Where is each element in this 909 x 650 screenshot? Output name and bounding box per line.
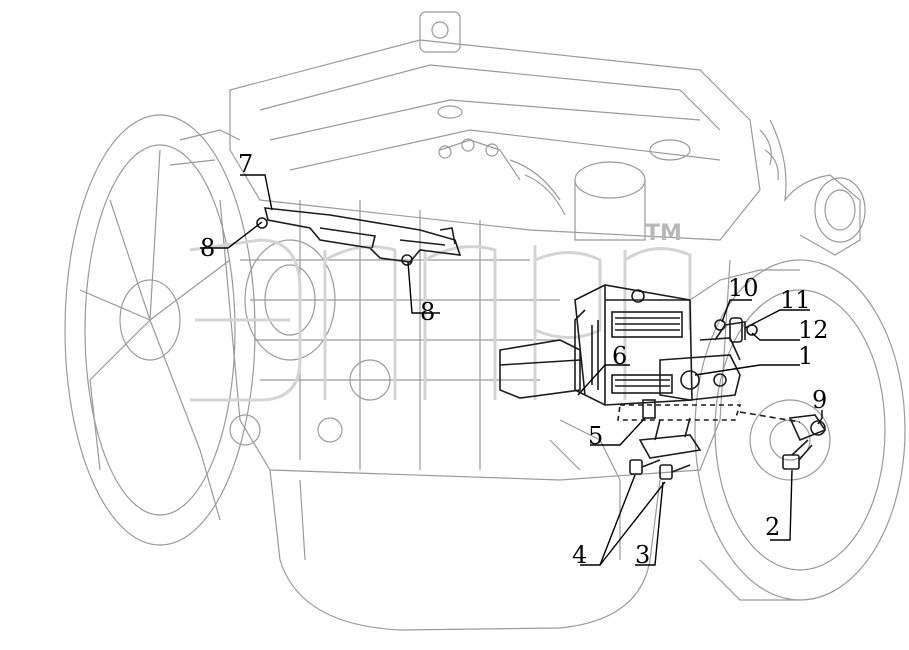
- leader-6: [577, 364, 630, 396]
- callout-6: 6: [612, 342, 627, 370]
- leader-3: [635, 481, 664, 566]
- bracket-9-and-bolt-2: [782, 414, 827, 470]
- leader-5: [590, 417, 646, 446]
- leader-10: [721, 299, 752, 323]
- callout-5: 5: [588, 422, 603, 450]
- callout-12: 12: [798, 316, 829, 344]
- bolts-3-4: [629, 459, 691, 480]
- leader-4a: [580, 474, 636, 566]
- bracket-5: [638, 399, 702, 459]
- leader-8-right: [407, 261, 440, 314]
- callout-7: 7: [238, 150, 253, 178]
- leader-4b: [599, 481, 666, 566]
- callout-4: 4: [572, 541, 587, 569]
- ecu-module-6: [574, 284, 693, 406]
- callout-2: 2: [765, 513, 780, 541]
- upper-bracket-7: [256, 207, 462, 266]
- leader-2: [770, 469, 793, 541]
- callout-3: 3: [635, 541, 650, 569]
- callout-9: 9: [812, 386, 827, 414]
- leader-9: [817, 410, 823, 425]
- leader-1: [694, 364, 800, 376]
- watermark: TM: [189, 221, 692, 402]
- leader-8-left: [200, 221, 263, 249]
- leader-12: [751, 332, 800, 341]
- lower-bracket-and-arm: [499, 321, 801, 423]
- callout-1: 1: [798, 342, 813, 370]
- callout-11: 11: [780, 286, 811, 314]
- callout-8-left: 8: [200, 234, 215, 262]
- callout-8-right: 8: [420, 298, 435, 326]
- leader-11: [744, 309, 810, 329]
- callout-10: 10: [728, 274, 759, 302]
- leader-7: [240, 174, 273, 211]
- leader-lines: [200, 174, 823, 566]
- callout-labels: 7 8 8 10 11 12 1 6 9 5 2 4 3: [200, 150, 829, 569]
- watermark-tm: TM: [645, 221, 682, 246]
